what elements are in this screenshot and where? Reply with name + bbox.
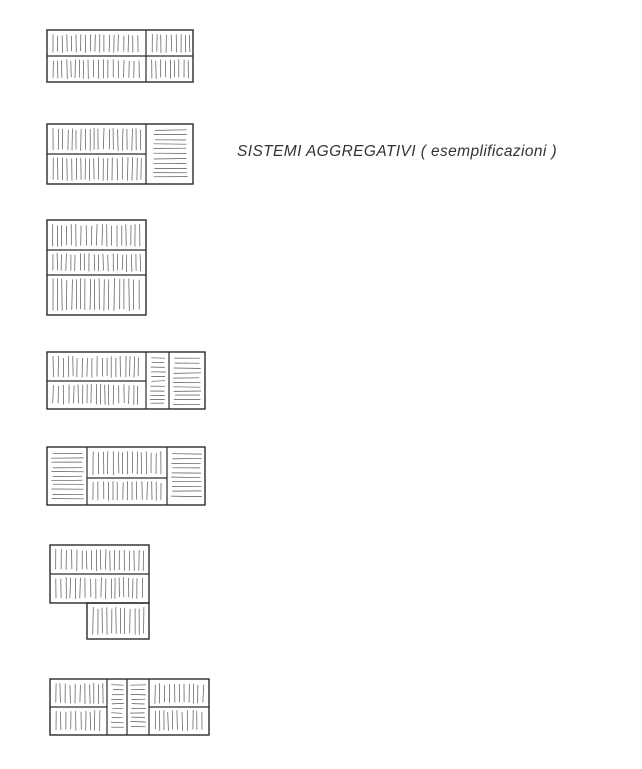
aggregation-example-5 xyxy=(46,446,206,506)
aggregation-example-7 xyxy=(49,678,210,736)
aggregation-example-6 xyxy=(49,544,150,640)
aggregation-example-1 xyxy=(46,29,194,83)
diagram-caption: SISTEMI AGGREGATIVI ( esemplificazioni ) xyxy=(237,143,558,160)
aggregation-example-3 xyxy=(46,219,147,316)
aggregation-example-2 xyxy=(46,123,194,185)
aggregation-example-4 xyxy=(46,351,206,410)
